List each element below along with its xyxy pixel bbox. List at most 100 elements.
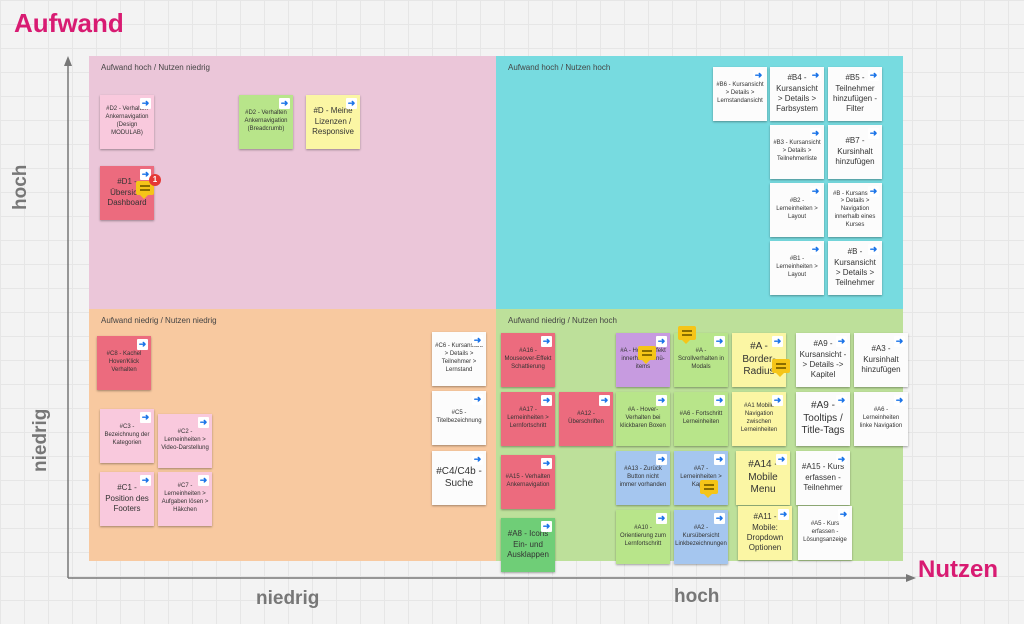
comment-icon[interactable]: [678, 326, 696, 344]
sticky-note[interactable]: #A6 - Lerneinheiten linke Navigation➜: [854, 392, 908, 446]
sticky-note[interactable]: #A17 - Lerneinheiten > Lernfortschritt➜: [501, 392, 555, 446]
sticky-note[interactable]: #A15 - Kurs erfassen - Teilnehmer➜: [796, 451, 850, 505]
sticky-note[interactable]: #A7 - Lerneinheiten > Kapitel➜: [674, 451, 728, 505]
sticky-note[interactable]: #C6 - Kursansicht > Details > Teilnehmer…: [432, 332, 486, 386]
note-text: #B2 - Lerneinheiten > Layout: [776, 198, 818, 220]
open-arrow-icon[interactable]: ➜: [894, 336, 905, 347]
sticky-note[interactable]: #B2 - Lerneinheiten > Layout➜: [770, 183, 824, 237]
open-arrow-icon[interactable]: ➜: [140, 475, 151, 486]
open-arrow-icon[interactable]: ➜: [776, 454, 787, 465]
open-arrow-icon[interactable]: ➜: [836, 454, 847, 465]
sticky-note[interactable]: #D2 - Verhalten Ankernavigation (Design …: [100, 95, 154, 149]
open-arrow-icon[interactable]: ➜: [541, 336, 552, 347]
open-arrow-icon[interactable]: ➜: [810, 128, 821, 139]
sticky-note[interactable]: #D - Meine Lizenzen / Responsive➜: [306, 95, 360, 149]
open-arrow-icon[interactable]: ➜: [810, 186, 821, 197]
note-text: #A5 - Kurs erfassen - Lösungsanzeige: [803, 521, 847, 543]
comment-icon[interactable]: [772, 359, 790, 377]
open-arrow-icon[interactable]: ➜: [810, 70, 821, 81]
sticky-note[interactable]: #A9 - Kursansicht -> Details -> Kapitel➜: [796, 333, 850, 387]
open-arrow-icon[interactable]: ➜: [140, 98, 151, 109]
open-arrow-icon[interactable]: ➜: [656, 454, 667, 465]
sticky-note[interactable]: #C1 - Position des Footers➜: [100, 472, 154, 526]
sticky-note[interactable]: #A2 - Kursübersicht Linkbezeichnungen➜: [674, 510, 728, 564]
sticky-note[interactable]: #C2 - Lerneinheiten > Video-Darstellung➜: [158, 414, 212, 468]
note-text: #A - Hover-Verhalten bei klickbaren Boxe…: [620, 407, 666, 429]
open-arrow-icon[interactable]: ➜: [868, 70, 879, 81]
sticky-note[interactable]: #A - Hover-Verhalten bei klickbaren Boxe…: [616, 392, 670, 446]
open-arrow-icon[interactable]: ➜: [778, 509, 789, 520]
sticky-note[interactable]: #A9 - Tooltips / Title-Tags➜: [796, 392, 850, 446]
x-axis-title: Nutzen: [918, 556, 998, 583]
open-arrow-icon[interactable]: ➜: [198, 417, 209, 428]
sticky-note[interactable]: #C5 - Titelbezeichnung➜: [432, 391, 486, 445]
sticky-note[interactable]: #B1 - Lerneinheiten > Layout➜: [770, 241, 824, 295]
sticky-note[interactable]: #B6 - Kursansicht > Details > Lernstanda…: [713, 67, 767, 121]
open-arrow-icon[interactable]: ➜: [656, 395, 667, 406]
sticky-note[interactable]: #A15 - Verhalten Ankernavigation➜: [501, 455, 555, 509]
open-arrow-icon[interactable]: ➜: [810, 244, 821, 255]
note-text: #A3 - Kursinhalt hinzufügen: [861, 344, 901, 375]
open-arrow-icon[interactable]: ➜: [838, 509, 849, 520]
sticky-note[interactable]: #B - Kursansicht > Details > Teilnehmer➜: [828, 241, 882, 295]
open-arrow-icon[interactable]: ➜: [836, 395, 847, 406]
note-text: #A14 - Mobile Menu: [748, 459, 778, 496]
open-arrow-icon[interactable]: ➜: [541, 458, 552, 469]
note-text: #C8 - Kachel Hover/Klick Verhalten: [106, 351, 142, 373]
open-arrow-icon[interactable]: ➜: [346, 98, 357, 109]
open-arrow-icon[interactable]: ➜: [140, 412, 151, 423]
open-arrow-icon[interactable]: ➜: [472, 335, 483, 346]
y-axis-title: Aufwand: [14, 8, 124, 38]
sticky-note[interactable]: #C7 - Lerneinheiten > Aufgaben lösen > H…: [158, 472, 212, 526]
sticky-note[interactable]: #C4/C4b - Suche➜: [432, 451, 486, 505]
sticky-note[interactable]: #B7 - Kursinhalt hinzufügen➜: [828, 125, 882, 179]
x-tick-high: hoch: [674, 586, 720, 607]
open-arrow-icon[interactable]: ➜: [198, 475, 209, 486]
open-arrow-icon[interactable]: ➜: [472, 394, 483, 405]
note-text: #A12 - Überschriften: [568, 411, 604, 425]
open-arrow-icon[interactable]: ➜: [836, 336, 847, 347]
sticky-note[interactable]: #B4 - Kursansicht > Details > Farbsystem…: [770, 67, 824, 121]
open-arrow-icon[interactable]: ➜: [772, 336, 783, 347]
sticky-note[interactable]: #A8 - Icons Ein- und Ausklappen➜: [501, 518, 555, 572]
sticky-note[interactable]: #A14 - Mobile Menu➜: [736, 451, 790, 505]
open-arrow-icon[interactable]: ➜: [772, 395, 783, 406]
open-arrow-icon[interactable]: ➜: [472, 454, 483, 465]
sticky-note[interactable]: #D2 - Verhalten Ankernavigation (Breadcr…: [239, 95, 293, 149]
open-arrow-icon[interactable]: ➜: [140, 169, 151, 180]
sticky-note[interactable]: #A13 - Zurück Button nicht immer vorhand…: [616, 451, 670, 505]
sticky-note[interactable]: #C3 - Bezeichnung der Kategorien➜: [100, 409, 154, 463]
comment-icon[interactable]: [136, 181, 154, 199]
open-arrow-icon[interactable]: ➜: [137, 339, 148, 350]
open-arrow-icon[interactable]: ➜: [868, 244, 879, 255]
open-arrow-icon[interactable]: ➜: [868, 186, 879, 197]
sticky-note[interactable]: #B3 - Kursansicht > Details > Teilnehmer…: [770, 125, 824, 179]
open-arrow-icon[interactable]: ➜: [753, 70, 764, 81]
sticky-note[interactable]: #C8 - Kachel Hover/Klick Verhalten➜: [97, 336, 151, 390]
sticky-note[interactable]: #A6 - Fortschritt Lerneinheiten➜: [674, 392, 728, 446]
sticky-note[interactable]: #A5 - Kurs erfassen - Lösungsanzeige➜: [798, 506, 852, 560]
comment-icon[interactable]: [638, 346, 656, 364]
sticky-note[interactable]: #A3 - Kursinhalt hinzufügen➜: [854, 333, 908, 387]
open-arrow-icon[interactable]: ➜: [714, 336, 725, 347]
sticky-note[interactable]: #A16 - Mouseover-Effekt Schattierung➜: [501, 333, 555, 387]
sticky-note[interactable]: #A12 - Überschriften ➜: [559, 392, 613, 446]
sticky-note[interactable]: #A1 Mobile Navigation zwischen Lerneinhe…: [732, 392, 786, 446]
sticky-note[interactable]: #B - Kursansicht > Details > Navigation …: [828, 183, 882, 237]
open-arrow-icon[interactable]: ➜: [279, 98, 290, 109]
sticky-note[interactable]: #D1 - Übersicht Dashboard➜: [100, 166, 154, 220]
sticky-note[interactable]: #A10 - Orientierung zum Lernfortschritt➜: [616, 510, 670, 564]
open-arrow-icon[interactable]: ➜: [714, 454, 725, 465]
open-arrow-icon[interactable]: ➜: [541, 521, 552, 532]
open-arrow-icon[interactable]: ➜: [714, 395, 725, 406]
open-arrow-icon[interactable]: ➜: [714, 513, 725, 524]
comment-icon[interactable]: [700, 480, 718, 498]
sticky-note[interactable]: #B5 - Teilnehmer hinzufügen - Filter➜: [828, 67, 882, 121]
open-arrow-icon[interactable]: ➜: [868, 128, 879, 139]
open-arrow-icon[interactable]: ➜: [894, 395, 905, 406]
sticky-note[interactable]: #A11 - Mobile: Dropdown Optionen➜: [738, 506, 792, 560]
open-arrow-icon[interactable]: ➜: [656, 336, 667, 347]
open-arrow-icon[interactable]: ➜: [541, 395, 552, 406]
open-arrow-icon[interactable]: ➜: [656, 513, 667, 524]
open-arrow-icon[interactable]: ➜: [599, 395, 610, 406]
